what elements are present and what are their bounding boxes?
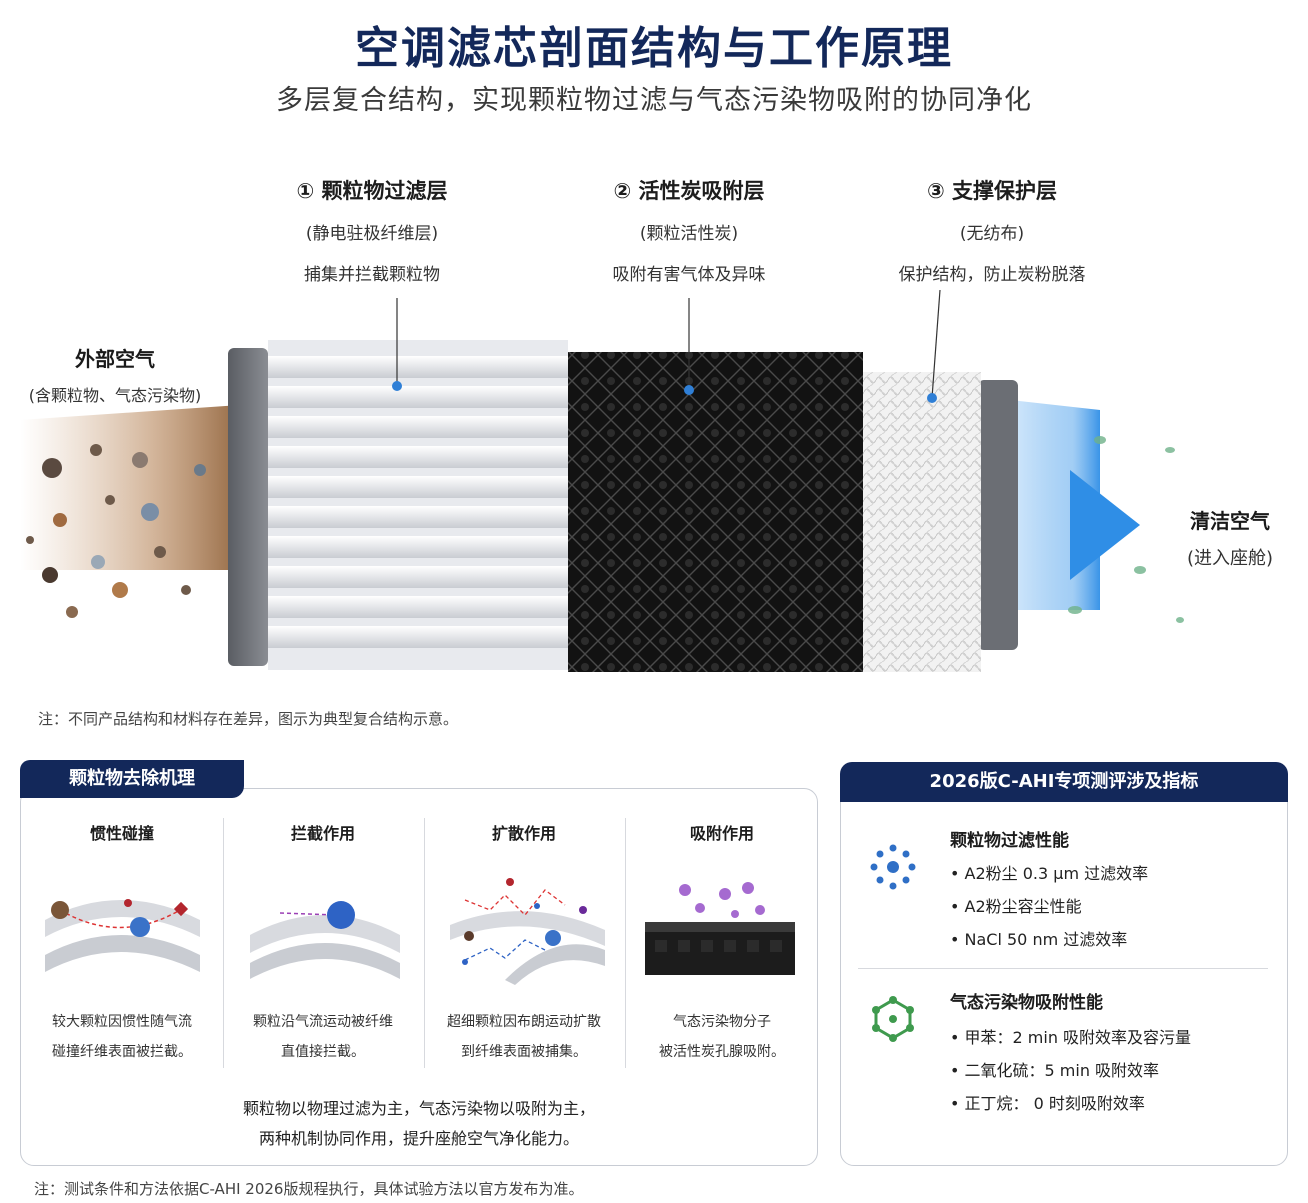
inertial-impaction-illustration xyxy=(45,899,200,972)
metric-item: • 二氧化硫：5 min 吸附效率 xyxy=(950,1061,1160,1080)
mechanisms-panel xyxy=(20,788,818,1166)
metrics-divider xyxy=(858,968,1268,969)
mechanism-4-desc-line2: 被活性炭孔腺吸附。 xyxy=(659,1044,785,1060)
mechanism-4-desc: 气态污染物分子 被活性炭孔腺吸附。 xyxy=(624,1007,820,1067)
filter-cross-section-illustration xyxy=(20,290,1184,672)
mechanism-1-title: 惯性碰撞 xyxy=(89,824,154,843)
footer-note: 注：测试条件和方法依据C-AHI 2026版规程执行，具体试验方法以官方发布为准… xyxy=(34,1180,584,1198)
page-subtitle: 多层复合结构，实现颗粒物过滤与气态污染物吸附的协同净化 xyxy=(276,85,1032,116)
layer-3-name: ③ 支撑保护层 xyxy=(926,179,1058,203)
metric-group-2-list: • 甲苯：2 min 吸附效率及容污量 • 二氧化硫：5 min 吸附效率 • … xyxy=(950,1021,1191,1120)
metric-item: • A2粉尘容尘性能 xyxy=(950,897,1082,916)
layer-2-material: (颗粒活性炭) xyxy=(639,224,739,244)
metric-item: • NaCl 50 nm 过滤效率 xyxy=(950,930,1128,949)
metric-group-1-title: 颗粒物过滤性能 xyxy=(950,831,1069,851)
layer-1-marker-icon xyxy=(392,381,402,391)
clean-air-leaves xyxy=(1068,436,1184,623)
outlet-sub: (进入座舱) xyxy=(1186,548,1274,569)
molecule-icon xyxy=(872,996,914,1042)
metrics-header: 2026版C-AHI专项测评涉及指标 xyxy=(840,762,1288,802)
mechanism-4-desc-line1: 气态污染物分子 xyxy=(673,1014,771,1030)
layer-2-heading: ② 活性炭吸附层 (颗粒活性炭) 吸附有害气体及异味 xyxy=(539,175,839,285)
filter-frame-left xyxy=(228,348,268,666)
layer-3-marker-icon xyxy=(927,393,937,403)
metric-group-1-list: • A2粉尘 0.3 μm 过滤效率 • A2粉尘容尘性能 • NaCl 50 … xyxy=(950,857,1148,956)
metric-item: • 甲苯：2 min 吸附效率及容污量 xyxy=(950,1028,1192,1047)
outlet-name: 清洁空气 xyxy=(1190,509,1270,533)
activated-carbon-layer xyxy=(568,352,863,672)
page-title: 空调滤芯剖面结构与工作原理 xyxy=(355,23,953,74)
mechanisms-summary-line1: 颗粒物以物理过滤为主，气态污染物以吸附为主， xyxy=(242,1099,595,1118)
mechanism-divider xyxy=(424,818,425,1068)
filter-frame-right xyxy=(978,380,1018,650)
inlet-name: 外部空气 xyxy=(75,347,155,371)
mechanism-3-title: 扩散作用 xyxy=(491,824,556,843)
mechanism-3-desc-line1: 超细颗粒因布朗运动扩散 xyxy=(447,1014,601,1030)
mechanism-4-title: 吸附作用 xyxy=(689,824,754,843)
layer-1-heading: ① 颗粒物过滤层 (静电驻极纤维层) 捕集并拦截颗粒物 xyxy=(222,175,522,285)
layer-3-heading: ③ 支撑保护层 (无纺布) 保护结构，防止炭粉脱落 xyxy=(842,175,1142,285)
layer-3-function: 保护结构，防止炭粉脱落 xyxy=(898,265,1086,285)
layer-3-leader-line xyxy=(931,290,941,399)
mechanism-1-desc: 较大颗粒因惯性随气流 碰撞纤维表面被拦截。 xyxy=(24,1007,220,1067)
layer-2-marker-icon xyxy=(684,385,694,395)
interception-illustration xyxy=(250,901,400,979)
figure-note: 注：不同产品结构和材料存在差异，图示为典型复合结构示意。 xyxy=(38,710,459,728)
mechanisms-summary: 颗粒物以物理过滤为主，气态污染物以吸附为主， 两种机制协同作用，提升座舱空气净化… xyxy=(24,1094,814,1154)
metric-item: • 正丁烷： 0 时刻吸附效率 xyxy=(950,1094,1145,1113)
particle-dots-icon xyxy=(870,844,916,890)
layer-2-function: 吸附有害气体及异味 xyxy=(612,265,766,285)
mechanisms-tab: 颗粒物去除机理 xyxy=(20,760,244,798)
layer-2-name: ② 活性炭吸附层 xyxy=(613,179,765,203)
mechanism-1-desc-line2: 碰撞纤维表面被拦截。 xyxy=(52,1044,192,1060)
diffusion-illustration xyxy=(450,878,605,985)
mechanism-2-desc-line2: 直值接拦截。 xyxy=(281,1044,365,1060)
mechanism-2-title: 拦截作用 xyxy=(290,824,355,843)
layer-3-material: (无纺布) xyxy=(959,224,1025,244)
inlet-label: 外部空气 (含颗粒物、气态污染物) xyxy=(10,343,220,406)
metric-group-2-title: 气态污染物吸附性能 xyxy=(950,993,1103,1013)
mechanisms-summary-line2: 两种机制协同作用，提升座舱空气净化能力。 xyxy=(258,1129,579,1148)
particle-filter-layer xyxy=(268,340,568,670)
inlet-sub: (含颗粒物、气态污染物) xyxy=(28,386,202,405)
layer-1-name: ① 颗粒物过滤层 xyxy=(296,179,448,203)
mechanism-divider xyxy=(625,818,626,1068)
metrics-panel xyxy=(840,762,1288,1166)
mechanism-2-desc-line1: 颗粒沿气流运动被纤维 xyxy=(253,1014,393,1030)
adsorption-illustration xyxy=(645,882,795,975)
pollutant-particles xyxy=(26,444,206,618)
mechanism-3-desc-line2: 到纤维表面被捕集。 xyxy=(461,1044,587,1060)
inlet-airflow xyxy=(20,405,240,570)
mechanism-1-desc-line1: 较大颗粒因惯性随气流 xyxy=(52,1014,192,1030)
layer-1-function: 捕集并拦截颗粒物 xyxy=(304,265,440,285)
mechanism-divider xyxy=(223,818,224,1068)
outlet-arrow-icon xyxy=(1070,470,1140,580)
mechanism-2-desc: 颗粒沿气流运动被纤维 直值接拦截。 xyxy=(225,1007,421,1067)
layer-1-material: (静电驻极纤维层) xyxy=(305,224,439,244)
outlet-label: 清洁空气 (进入座舱) xyxy=(1160,505,1300,570)
metric-item: • A2粉尘 0.3 μm 过滤效率 xyxy=(950,864,1149,883)
support-nonwoven-layer xyxy=(863,372,981,672)
mechanism-3-desc: 超细颗粒因布朗运动扩散 到纤维表面被捕集。 xyxy=(426,1007,622,1067)
